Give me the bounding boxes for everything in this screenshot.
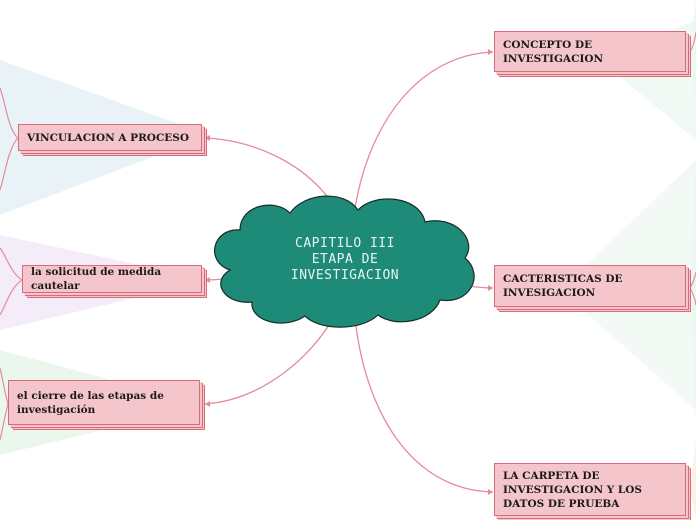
connector-carpeta bbox=[354, 317, 494, 493]
node-vinculacion-a-proceso[interactable]: VINCULACION A PROCESO bbox=[18, 124, 202, 151]
connector-heads bbox=[205, 49, 493, 495]
node-concepto-investigacion[interactable]: CONCEPTO DE INVESTIGACION bbox=[494, 31, 686, 72]
node-carpeta-label: LA CARPETA DE INVESTIGACION Y LOS DATOS … bbox=[503, 469, 643, 510]
connector-concepto bbox=[354, 51, 494, 209]
node-concepto-label: CONCEPTO DE INVESTIGACION bbox=[503, 38, 604, 65]
central-topic-cloud[interactable] bbox=[214, 195, 475, 328]
node-carpeta-investigacion[interactable]: LA CARPETA DE INVESTIGACION Y LOS DATOS … bbox=[494, 463, 686, 516]
node-solicitud-medida-cautelar[interactable]: la solicitud de medida cautelar bbox=[22, 265, 202, 293]
node-caracteristicas-investigacion[interactable]: CACTERISTICAS DE INVESIGACION bbox=[494, 265, 686, 307]
node-medida-cautelar-label: la solicitud de medida cautelar bbox=[31, 266, 162, 292]
connector-cierre bbox=[204, 314, 336, 405]
connector-vinculacion bbox=[204, 137, 331, 201]
node-cierre-label: el cierre de las etapas de investigación bbox=[17, 389, 164, 416]
node-caracteristicas-label: CACTERISTICAS DE INVESIGACION bbox=[503, 273, 623, 299]
node-cierre-etapas[interactable]: el cierre de las etapas de investigación bbox=[8, 380, 200, 425]
edge-branches bbox=[0, 31, 696, 441]
central-topic-label: CAPITILO III ETAPA DE INVESTIGACION bbox=[290, 236, 400, 283]
node-vinculacion-label: VINCULACION A PROCESO bbox=[27, 131, 190, 144]
